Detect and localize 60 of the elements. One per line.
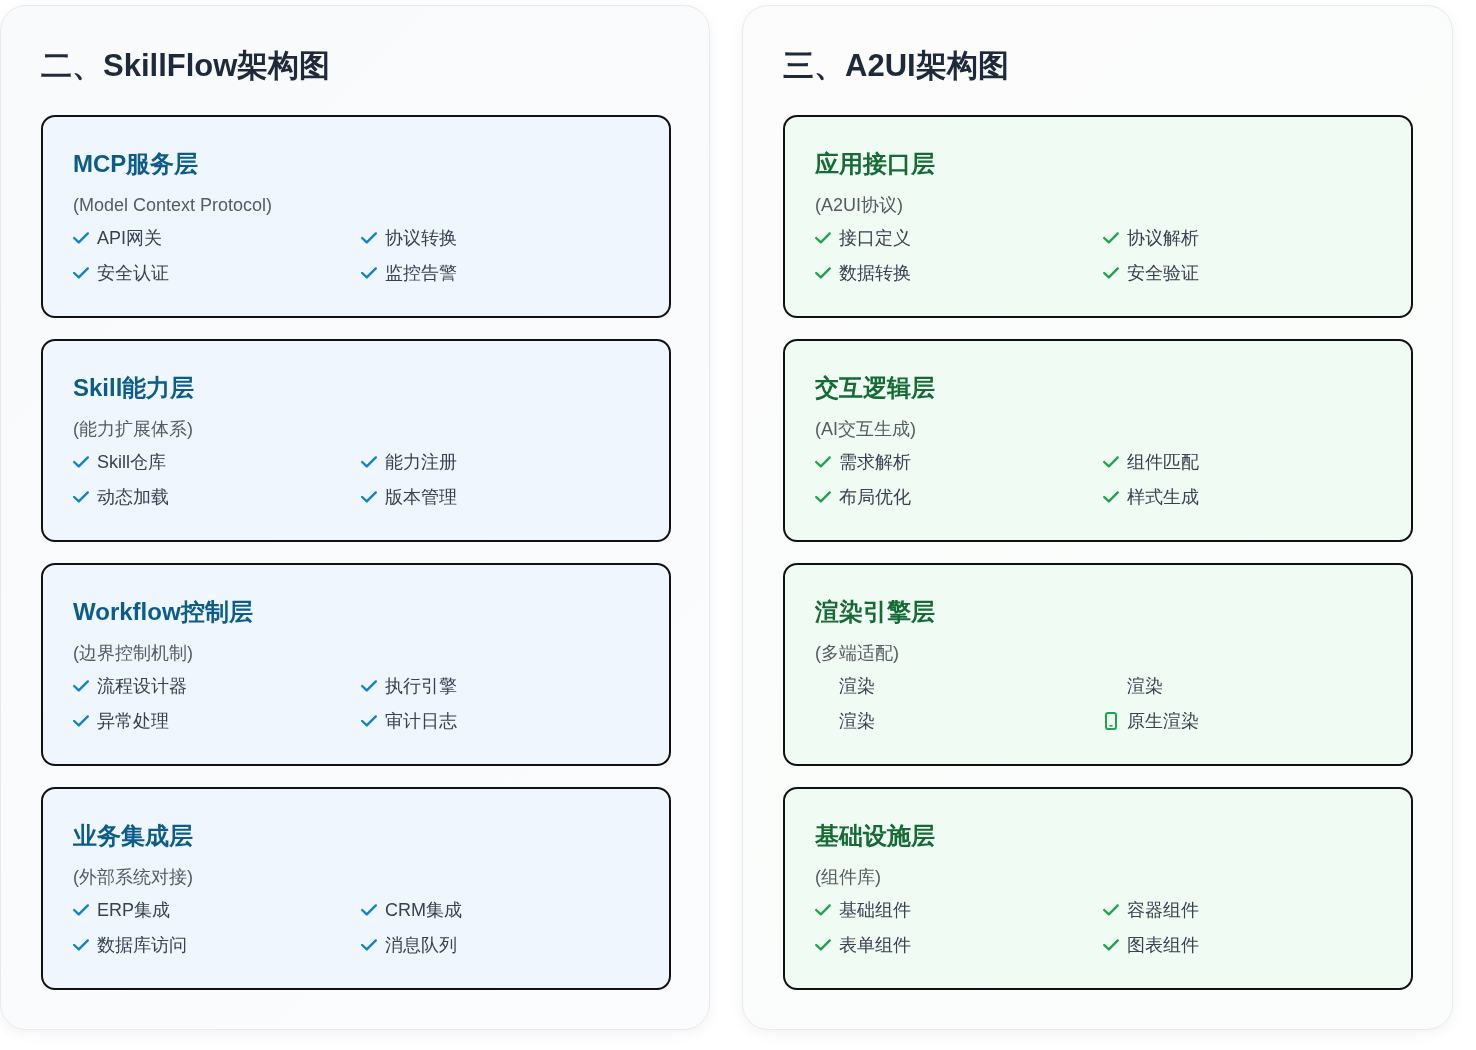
feature-label: 执行引擎: [385, 675, 457, 698]
feature-label: 审计日志: [385, 710, 457, 733]
layer-subtitle: (外部系统对接): [73, 866, 193, 889]
layer-title: MCP服务层: [73, 149, 199, 179]
layer-title: 应用接口层: [815, 149, 935, 179]
feature-label: 安全验证: [1127, 262, 1199, 285]
feature-label: Skill仓库: [97, 451, 166, 474]
feature-label: 渲染: [1127, 675, 1163, 698]
feature-label: 原生渲染: [1127, 710, 1199, 733]
layer-subtitle: (多端适配): [815, 642, 899, 665]
feature-label: CRM集成: [385, 899, 462, 922]
layer-card: [783, 339, 1413, 542]
feature-label: 协议转换: [385, 227, 457, 250]
panel-title: 二、SkillFlow架构图: [41, 47, 331, 85]
layer-subtitle: (边界控制机制): [73, 642, 193, 665]
layer-title: Workflow控制层: [73, 597, 253, 627]
layer-title: 渲染引擎层: [815, 597, 935, 627]
feature-label: 数据转换: [839, 262, 911, 285]
feature-label: 容器组件: [1127, 899, 1199, 922]
feature-label: 渲染: [839, 675, 875, 698]
feature-label: 异常处理: [97, 710, 169, 733]
feature-label: 监控告警: [385, 262, 457, 285]
feature-label: 渲染: [839, 710, 875, 733]
layer-card: [41, 563, 671, 766]
layer-subtitle: (能力扩展体系): [73, 418, 193, 441]
layer-card: [783, 115, 1413, 318]
layer-title: 基础设施层: [815, 821, 935, 851]
layer-subtitle: (A2UI协议): [815, 194, 903, 217]
feature-label: 图表组件: [1127, 934, 1199, 957]
feature-label: 流程设计器: [97, 675, 187, 698]
feature-label: 安全认证: [97, 262, 169, 285]
panel-title: 三、A2UI架构图: [783, 47, 1009, 85]
feature-label: 能力注册: [385, 451, 457, 474]
layer-card: [783, 787, 1413, 990]
feature-label: 基础组件: [839, 899, 911, 922]
feature-label: 表单组件: [839, 934, 911, 957]
feature-label: 组件匹配: [1127, 451, 1199, 474]
feature-label: 动态加载: [97, 486, 169, 509]
layer-card: [41, 787, 671, 990]
layer-card: [41, 339, 671, 542]
feature-label: 数据库访问: [97, 934, 187, 957]
layer-title: 业务集成层: [73, 821, 193, 851]
layer-subtitle: (Model Context Protocol): [73, 194, 273, 217]
feature-label: 接口定义: [839, 227, 911, 250]
layer-subtitle: (AI交互生成): [815, 418, 916, 441]
feature-label: API网关: [97, 227, 162, 250]
panel-card: [742, 5, 1453, 1030]
panel-card: [0, 5, 710, 1030]
layer-subtitle: (组件库): [815, 866, 881, 889]
feature-label: ERP集成: [97, 899, 170, 922]
feature-label: 样式生成: [1127, 486, 1199, 509]
feature-label: 消息队列: [385, 934, 457, 957]
layer-title: Skill能力层: [73, 373, 195, 403]
feature-label: 协议解析: [1127, 227, 1199, 250]
layer-title: 交互逻辑层: [815, 373, 935, 403]
feature-label: 布局优化: [839, 486, 911, 509]
layer-card: [783, 563, 1413, 766]
layer-card: [41, 115, 671, 318]
feature-label: 需求解析: [839, 451, 911, 474]
feature-label: 版本管理: [385, 486, 457, 509]
